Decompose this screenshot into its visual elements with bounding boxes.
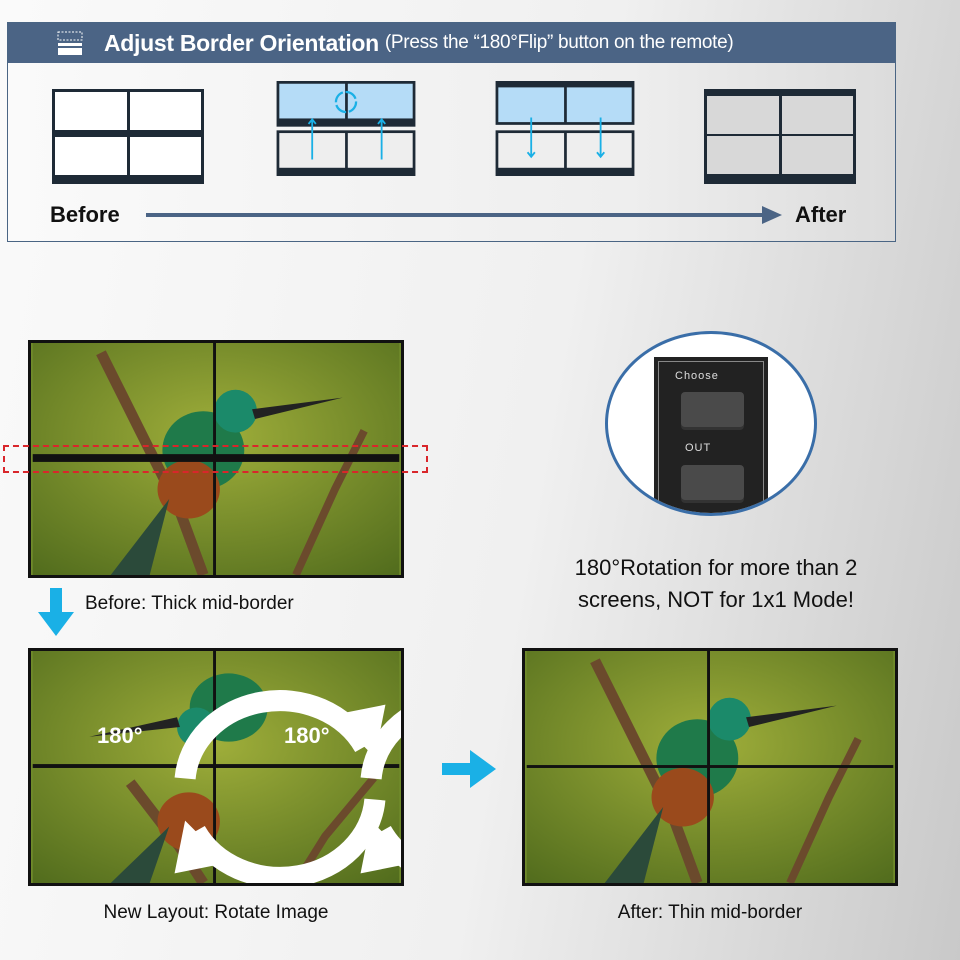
diagram-shift-down — [495, 81, 635, 176]
rotation-note: 180°Rotation for more than 2 screens, NO… — [520, 552, 912, 616]
photo-before — [28, 340, 404, 578]
after-label: After — [795, 202, 847, 227]
panel-subtitle: (Press the “180°Flip” button on the remo… — [384, 32, 734, 53]
photo-new-layout: 180° 180° — [28, 648, 404, 886]
remote-closeup: Choose OUT — [605, 331, 817, 516]
remote-panel: Choose OUT — [654, 357, 768, 513]
down-arrow-icon — [38, 588, 74, 636]
diagram-before — [52, 89, 204, 184]
out-button[interactable] — [681, 465, 744, 500]
panel-header: Adjust Border Orientation (Press the “18… — [8, 23, 895, 63]
note-line-2: screens, NOT for 1x1 Mode! — [578, 587, 854, 612]
rotate-label-left: 180° — [97, 723, 143, 748]
note-line-1: 180°Rotation for more than 2 — [574, 555, 858, 580]
caption-after: After: Thin mid-border — [617, 902, 803, 923]
screen-wall-icon — [57, 31, 83, 55]
hummingbird-image — [526, 651, 894, 883]
thick-border-highlight — [3, 445, 428, 473]
hummingbird-image — [32, 343, 400, 575]
photo-after — [522, 648, 898, 886]
caption-before: Before: Thick mid-border — [85, 593, 294, 614]
rotate-icon — [360, 710, 401, 874]
diagram-after — [704, 89, 856, 184]
out-label: OUT — [685, 442, 712, 454]
panel-title: Adjust Border Orientation — [104, 29, 379, 56]
before-label: Before — [50, 202, 120, 227]
progress-arrow-icon — [146, 206, 782, 224]
diagram-rotate-top — [276, 81, 416, 176]
choose-label: Choose — [675, 370, 719, 382]
choose-button[interactable] — [681, 392, 744, 427]
right-arrow-icon — [442, 750, 496, 788]
rotate-icon — [174, 690, 386, 883]
rotate-label-right: 180° — [284, 723, 330, 748]
caption-new-layout: New Layout: Rotate Image — [103, 902, 329, 923]
border-orientation-panel: Adjust Border Orientation (Press the “18… — [7, 22, 896, 242]
